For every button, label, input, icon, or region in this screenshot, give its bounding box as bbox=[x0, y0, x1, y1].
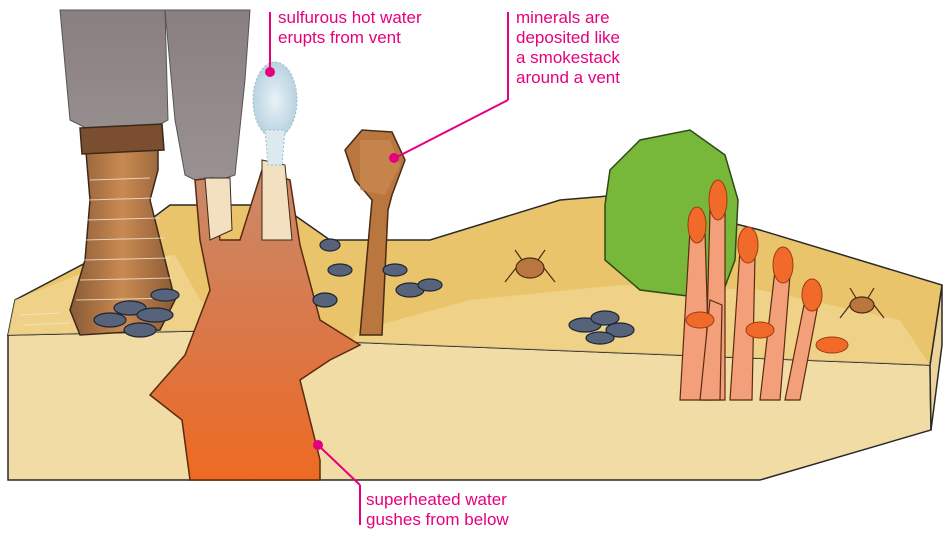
label-minerals-deposited: minerals are deposited like a smokestack… bbox=[516, 8, 620, 88]
label-line: erupts from vent bbox=[278, 28, 422, 48]
label-superheated-water: superheated water gushes from below bbox=[366, 490, 509, 530]
label-sulfurous-hot-water: sulfurous hot water erupts from vent bbox=[278, 8, 422, 48]
label-line: minerals are bbox=[516, 8, 620, 28]
label-line: a smokestack bbox=[516, 48, 620, 68]
black-smoke-plume-center bbox=[165, 10, 250, 185]
vent-conduit-lining-right bbox=[262, 160, 292, 240]
label-line: around a vent bbox=[516, 68, 620, 88]
label-line: deposited like bbox=[516, 28, 620, 48]
label-line: gushes from below bbox=[366, 510, 509, 530]
steam-jet bbox=[265, 130, 285, 165]
vent-conduit-lining bbox=[205, 178, 232, 240]
label-line: superheated water bbox=[366, 490, 509, 510]
label-line: sulfurous hot water bbox=[278, 8, 422, 28]
chimney-collar bbox=[80, 124, 164, 154]
sulfurous-steam-plume bbox=[253, 62, 297, 138]
